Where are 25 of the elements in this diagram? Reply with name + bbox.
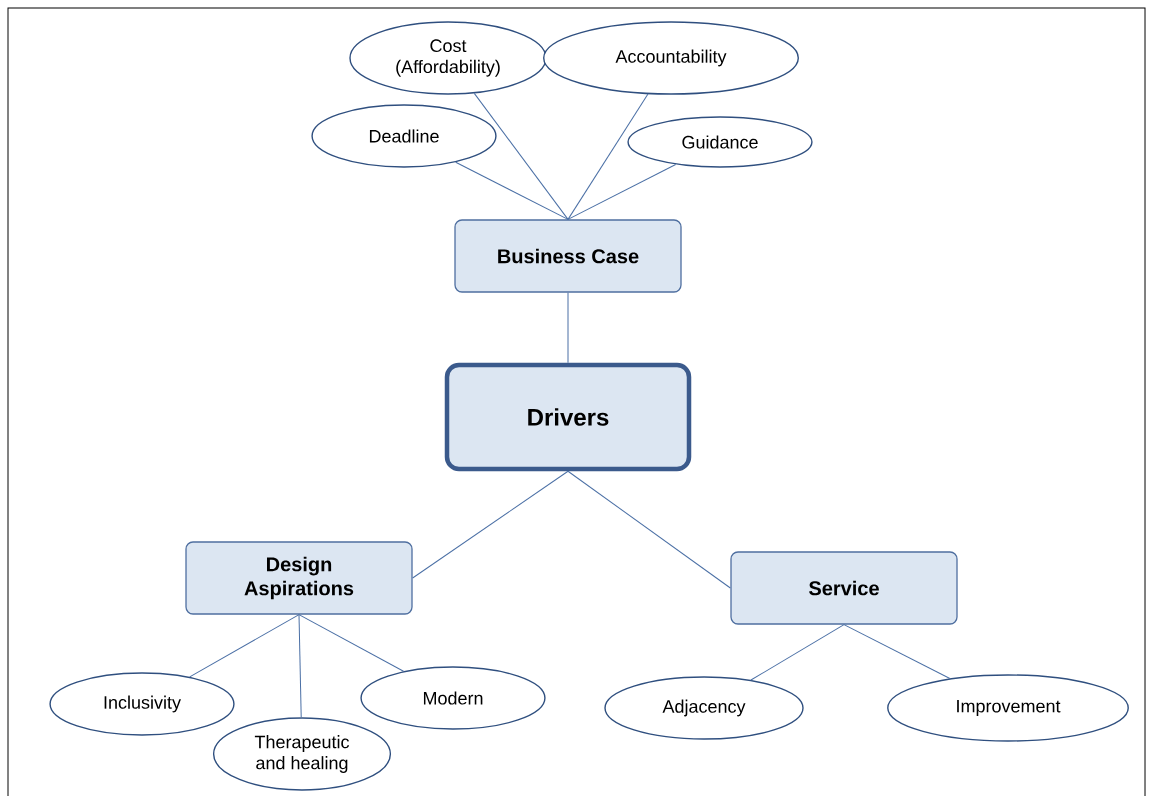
topic-box: Business Case [454, 219, 682, 293]
connector-line [843, 624, 951, 679]
connector-line [473, 92, 569, 220]
connector-line [567, 292, 569, 364]
connector-line [298, 614, 404, 672]
ellipse-node: Accountability [543, 21, 799, 95]
central-box: Drivers [444, 362, 692, 472]
ellipse-node: Deadline [311, 104, 497, 168]
connector-line [750, 624, 845, 681]
ellipse-node: Adjacency [604, 676, 804, 740]
ellipse-node: Cost (Affordability) [349, 21, 547, 95]
connector-line [189, 614, 300, 678]
ellipse-node: Therapeutic and healing [212, 717, 392, 791]
connector-line [567, 93, 649, 220]
connector-line [298, 614, 302, 718]
ellipse-node: Inclusivity [49, 672, 235, 736]
ellipse-node: Improvement [887, 674, 1129, 742]
ellipse-node: Guidance [627, 116, 813, 168]
topic-box: Design Aspirations [185, 541, 413, 615]
connector-line [567, 470, 731, 589]
connector-line [455, 161, 569, 220]
connector-line [567, 164, 677, 220]
ellipse-node: Modern [360, 666, 546, 730]
topic-box: Service [730, 551, 958, 625]
connector-line [412, 470, 569, 579]
